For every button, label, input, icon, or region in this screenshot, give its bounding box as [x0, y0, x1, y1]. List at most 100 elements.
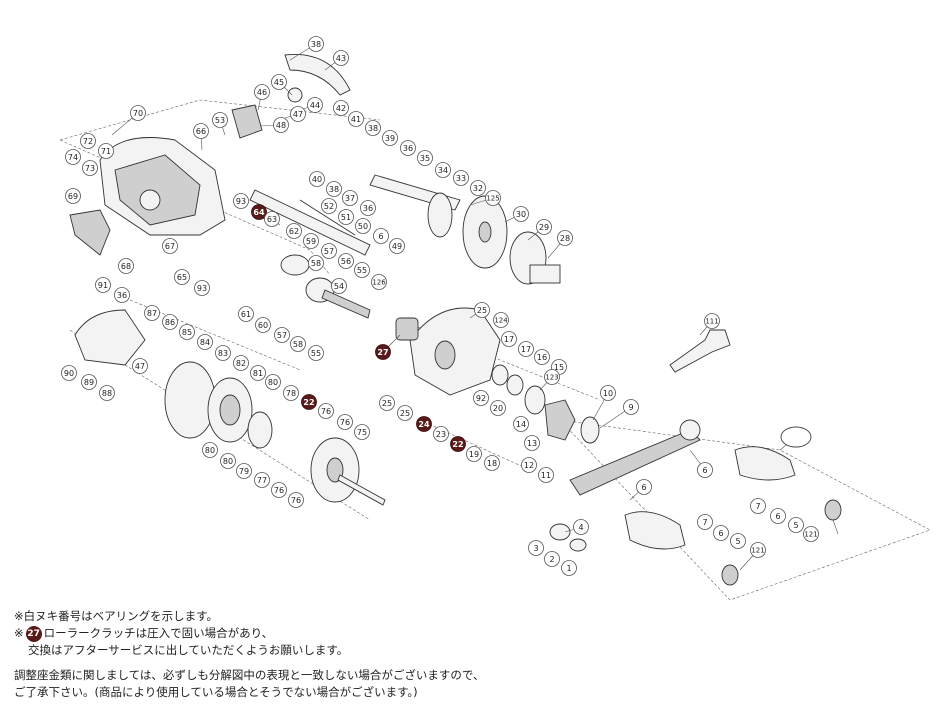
- callout-label: 6: [378, 232, 383, 241]
- callout-circle: [212, 112, 228, 128]
- spool-shaft-bearing: [509, 231, 561, 285]
- callout-circle: [333, 100, 349, 116]
- callout-circle: [338, 253, 354, 269]
- callout-7: 7: [750, 498, 766, 514]
- callout-circle: [307, 97, 323, 113]
- callout-6: 6: [373, 228, 389, 244]
- callout-label: 76: [274, 486, 284, 495]
- callout-circle: [544, 551, 560, 567]
- callout-circle: [81, 374, 97, 390]
- callout-label: 123: [545, 374, 558, 382]
- callout-circle: [360, 200, 376, 216]
- callout-label: 80: [223, 457, 233, 466]
- callout-80: 80: [202, 442, 218, 458]
- callout-circle: [301, 394, 317, 410]
- callout-label: 47: [293, 110, 303, 119]
- callout-label: 6: [718, 529, 723, 538]
- callout-circle: [118, 258, 134, 274]
- callout-circle: [193, 123, 209, 139]
- callout-circle: [770, 508, 786, 524]
- callout-label: 70: [133, 109, 143, 118]
- callout-label: 121: [804, 531, 817, 539]
- callout-circle: [365, 120, 381, 136]
- callout-62: 62: [286, 223, 302, 239]
- callout-71: 71: [98, 143, 114, 159]
- callout-111: 111: [704, 313, 720, 329]
- callout-76: 76: [288, 492, 304, 508]
- callout-label: 62: [289, 227, 299, 236]
- callout-label: 88: [102, 389, 112, 398]
- callout-circle: [65, 188, 81, 204]
- knob-caps: [721, 499, 842, 586]
- callout-6: 6: [713, 525, 729, 541]
- callout-label: 76: [291, 496, 301, 505]
- callout-circle: [379, 395, 395, 411]
- callout-circle: [271, 74, 287, 90]
- worm-shaft: [249, 189, 371, 256]
- callout-circle: [114, 287, 130, 303]
- callout-circle: [536, 219, 552, 235]
- callout-38: 38: [365, 120, 381, 136]
- callout-label: 1: [566, 564, 571, 573]
- callout-circle: [355, 218, 371, 234]
- callout-label: 80: [268, 378, 278, 387]
- callout-label: 7: [755, 502, 760, 511]
- callout-label: 38: [368, 124, 378, 133]
- callout-16: 16: [534, 349, 550, 365]
- callout-93: 93: [194, 280, 210, 296]
- callout-54: 54: [331, 278, 347, 294]
- callout-circle: [179, 324, 195, 340]
- callout-40: 40: [309, 171, 325, 187]
- callout-label: 34: [438, 166, 448, 175]
- callout-circle: [493, 312, 509, 328]
- callout-126: 126: [371, 274, 387, 290]
- callout-circle: [303, 233, 319, 249]
- callout-circle: [321, 198, 337, 214]
- callout-58: 58: [308, 255, 324, 271]
- callout-circle: [382, 130, 398, 146]
- callout-label: 29: [539, 223, 549, 232]
- callout-label: 32: [473, 184, 483, 193]
- callout-label: 60: [258, 321, 268, 330]
- callout-91: 91: [95, 277, 111, 293]
- drag-washer-stack: [491, 364, 546, 415]
- callout-label: 30: [516, 210, 526, 219]
- callout-82: 82: [233, 355, 249, 371]
- callout-label: 121: [751, 547, 764, 555]
- callout-label: 57: [324, 247, 334, 256]
- callout-label: 22: [452, 440, 463, 449]
- callout-label: 24: [418, 420, 430, 429]
- callout-label: 46: [257, 88, 267, 97]
- callout-label: 49: [392, 242, 402, 251]
- callout-circle: [99, 385, 115, 401]
- callout-9: 9: [623, 399, 639, 415]
- callout-36: 36: [400, 140, 416, 156]
- callout-label: 72: [83, 137, 93, 146]
- callout-label: 5: [793, 521, 798, 530]
- callout-circle: [132, 358, 148, 374]
- callout-circle: [308, 255, 324, 271]
- callout-label: 36: [403, 144, 413, 153]
- drive-gear: [462, 195, 508, 269]
- callout-circle: [194, 280, 210, 296]
- callout-label: 39: [385, 134, 395, 143]
- star-drag: [544, 399, 576, 441]
- callout-circle: [518, 341, 534, 357]
- exploded-parts-diagram: 3843454644474870536642413839363534333212…: [59, 36, 931, 600]
- callout-label: 89: [84, 378, 94, 387]
- callout-circle: [98, 143, 114, 159]
- callout-6: 6: [697, 462, 713, 478]
- callout-circle: [534, 349, 550, 365]
- callout-label: 45: [274, 78, 284, 87]
- callout-64-highlighted: 64: [251, 204, 267, 220]
- callout-circle: [309, 171, 325, 187]
- callout-87: 87: [144, 305, 160, 321]
- callout-53: 53: [212, 112, 228, 128]
- callout-label: 124: [494, 317, 508, 325]
- callout-label: 58: [311, 259, 321, 268]
- handle-knob-lower: [624, 511, 686, 550]
- callout-circle: [433, 426, 449, 442]
- callout-12: 12: [521, 457, 537, 473]
- callout-circle: [274, 327, 290, 343]
